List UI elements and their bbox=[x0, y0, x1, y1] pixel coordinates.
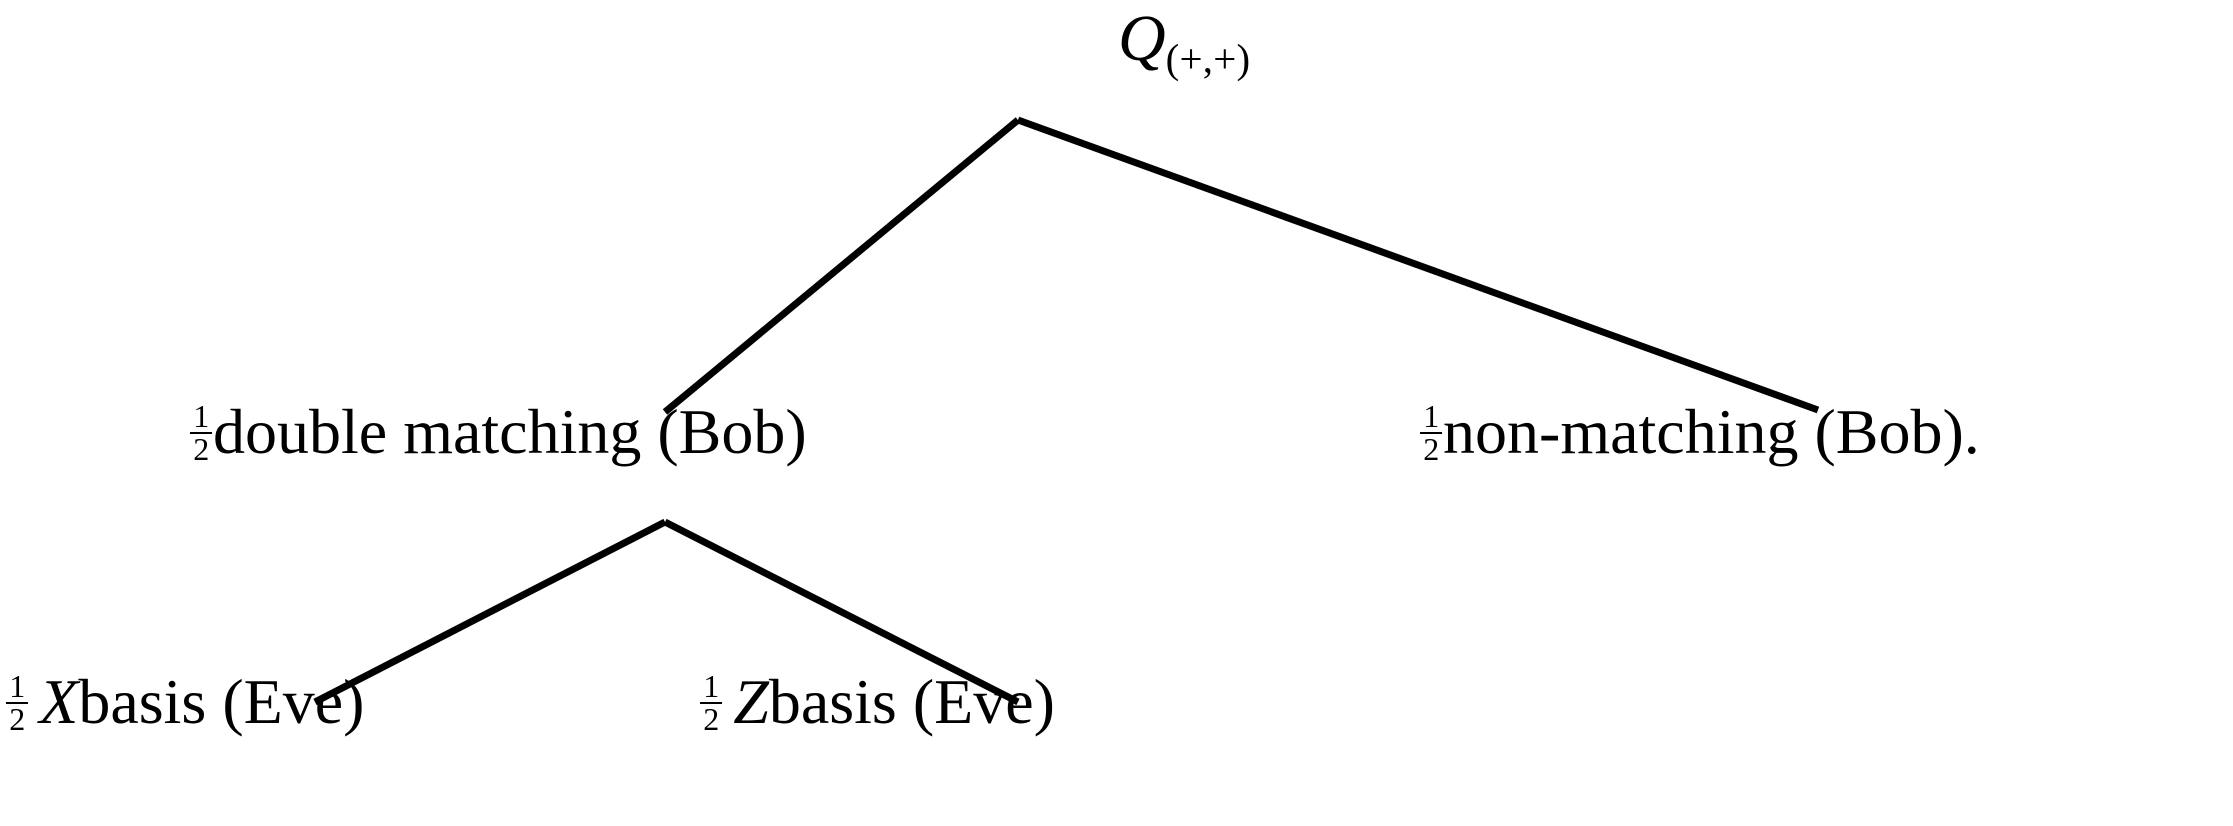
node-label-text: double matching (Bob) bbox=[213, 396, 807, 467]
node-label-text: basis (Eve) bbox=[768, 666, 1055, 737]
basis-symbol: Z bbox=[733, 666, 769, 737]
fraction-numerator: 1 bbox=[703, 667, 720, 704]
edge-left-to-x-basis bbox=[313, 518, 667, 706]
probability-fraction-one-half: 1 2 bbox=[6, 667, 29, 737]
fraction-numerator: 1 bbox=[1423, 397, 1440, 434]
edge-root-to-right-branch bbox=[1016, 116, 1820, 414]
probability-fraction-one-half: 1 2 bbox=[700, 667, 723, 737]
fraction-denominator: 2 bbox=[703, 700, 720, 737]
node-non-matching-bob: 1 2 non-matching (Bob). bbox=[1420, 396, 1980, 467]
fraction-numerator: 1 bbox=[193, 397, 210, 434]
root-subscript: (+,+) bbox=[1165, 36, 1251, 82]
node-x-basis-eve: 1 2 X basis (Eve) bbox=[6, 666, 365, 737]
fraction-denominator: 2 bbox=[1423, 430, 1440, 467]
node-label-text: basis (Eve) bbox=[78, 666, 365, 737]
probability-fraction-one-half: 1 2 bbox=[190, 397, 213, 467]
root-symbol: Q bbox=[1118, 2, 1166, 75]
node-z-basis-eve: 1 2 Z basis (Eve) bbox=[700, 666, 1055, 737]
node-double-matching-bob: 1 2 double matching (Bob) bbox=[190, 396, 807, 467]
edge-root-to-left-branch bbox=[662, 117, 1021, 415]
node-root: Q(+,+) bbox=[1118, 6, 1250, 80]
probability-fraction-one-half: 1 2 bbox=[1420, 397, 1443, 467]
fraction-bar bbox=[190, 431, 213, 435]
fraction-denominator: 2 bbox=[193, 430, 210, 467]
fraction-denominator: 2 bbox=[9, 700, 26, 737]
node-label-text: non-matching (Bob). bbox=[1443, 396, 1980, 467]
basis-symbol: X bbox=[39, 666, 79, 737]
edge-left-to-z-basis bbox=[663, 518, 1020, 706]
fraction-bar bbox=[700, 701, 723, 705]
fraction-bar bbox=[6, 701, 29, 705]
fraction-numerator: 1 bbox=[9, 667, 26, 704]
fraction-bar bbox=[1420, 431, 1443, 435]
